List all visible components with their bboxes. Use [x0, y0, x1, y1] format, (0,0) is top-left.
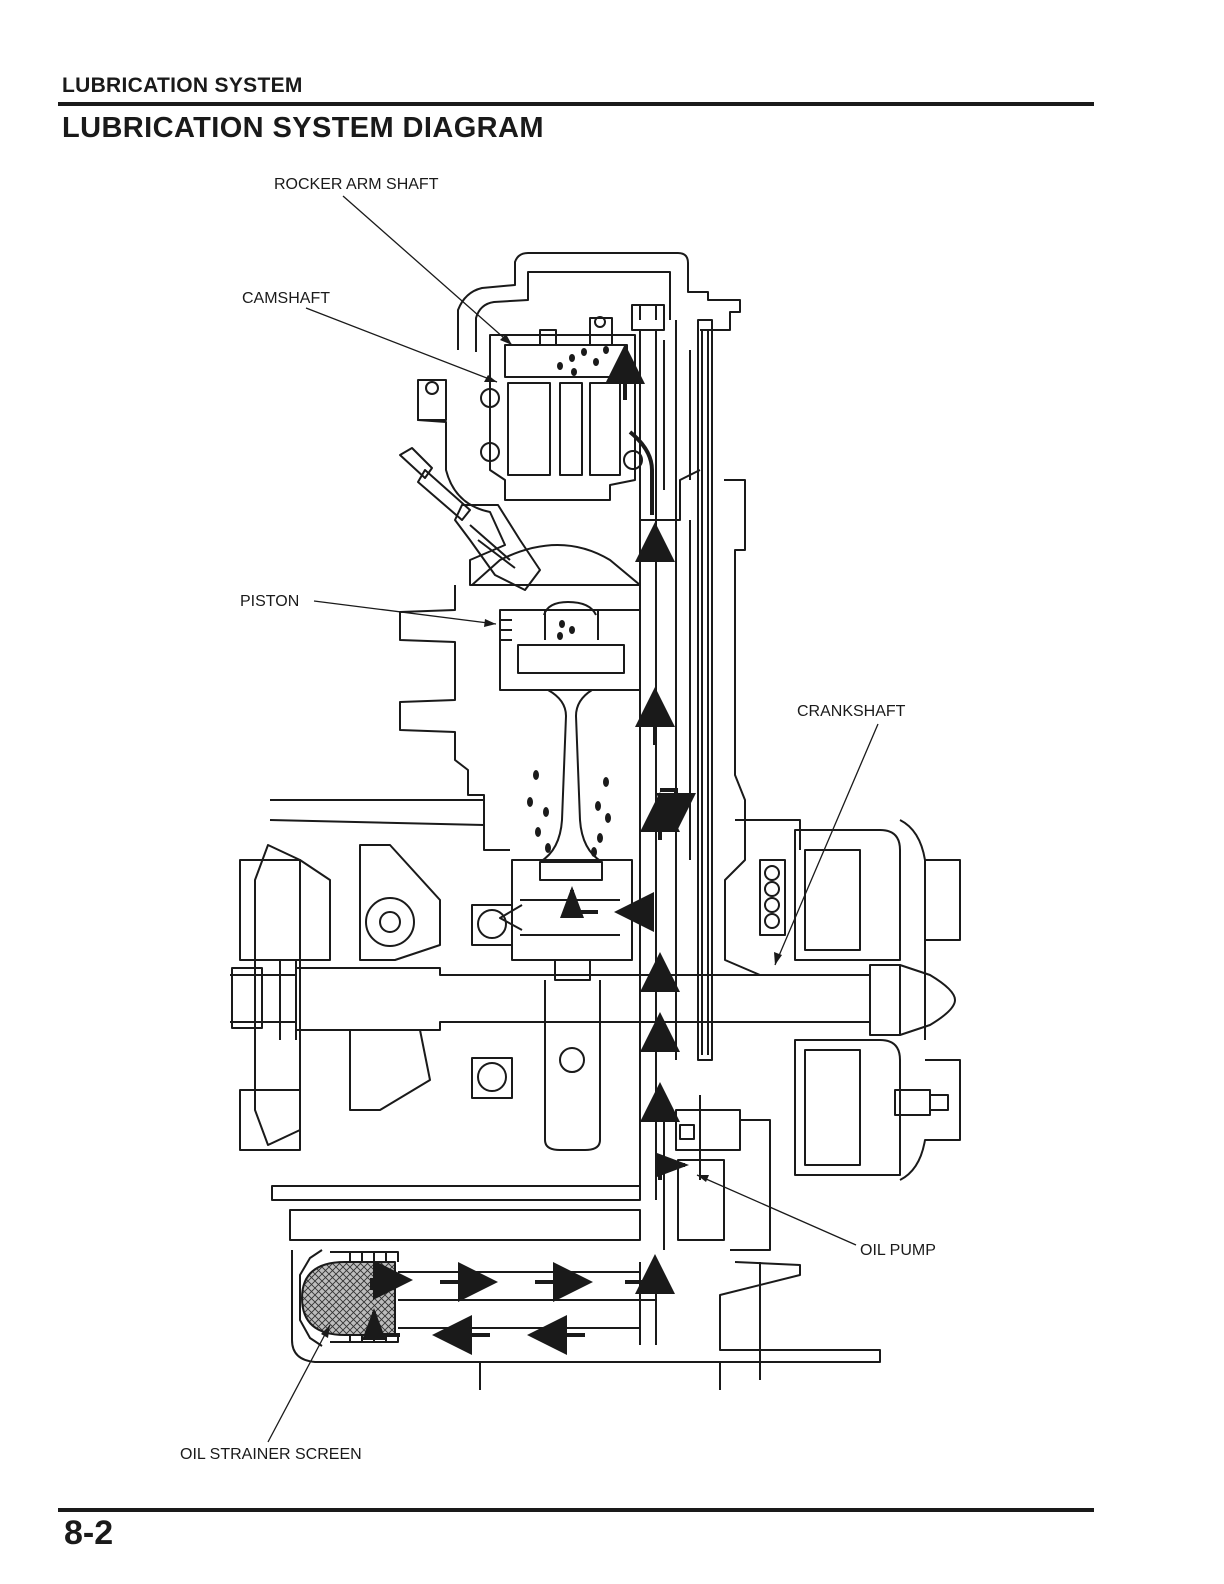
cam-chain [698, 320, 712, 1060]
label-oil-strainer-screen: OIL STRAINER SCREEN [180, 1446, 362, 1464]
label-camshaft: CAMSHAFT [242, 290, 330, 308]
oil-pump [676, 1110, 740, 1150]
page-number: 8-2 [64, 1514, 113, 1553]
spark-plug [400, 448, 432, 478]
footer-rule [58, 1508, 1094, 1512]
label-piston: PISTON [240, 593, 299, 611]
label-oil-pump: OIL PUMP [860, 1242, 936, 1260]
oil-pan [272, 1186, 640, 1200]
label-rocker-arm-shaft: ROCKER ARM SHAFT [274, 176, 438, 194]
label-crankshaft: CRANKSHAFT [797, 703, 905, 721]
piston [500, 610, 640, 690]
connecting-rod [540, 690, 602, 862]
crankshaft-main [230, 968, 870, 1030]
oil-strainer-screen [302, 1262, 395, 1335]
